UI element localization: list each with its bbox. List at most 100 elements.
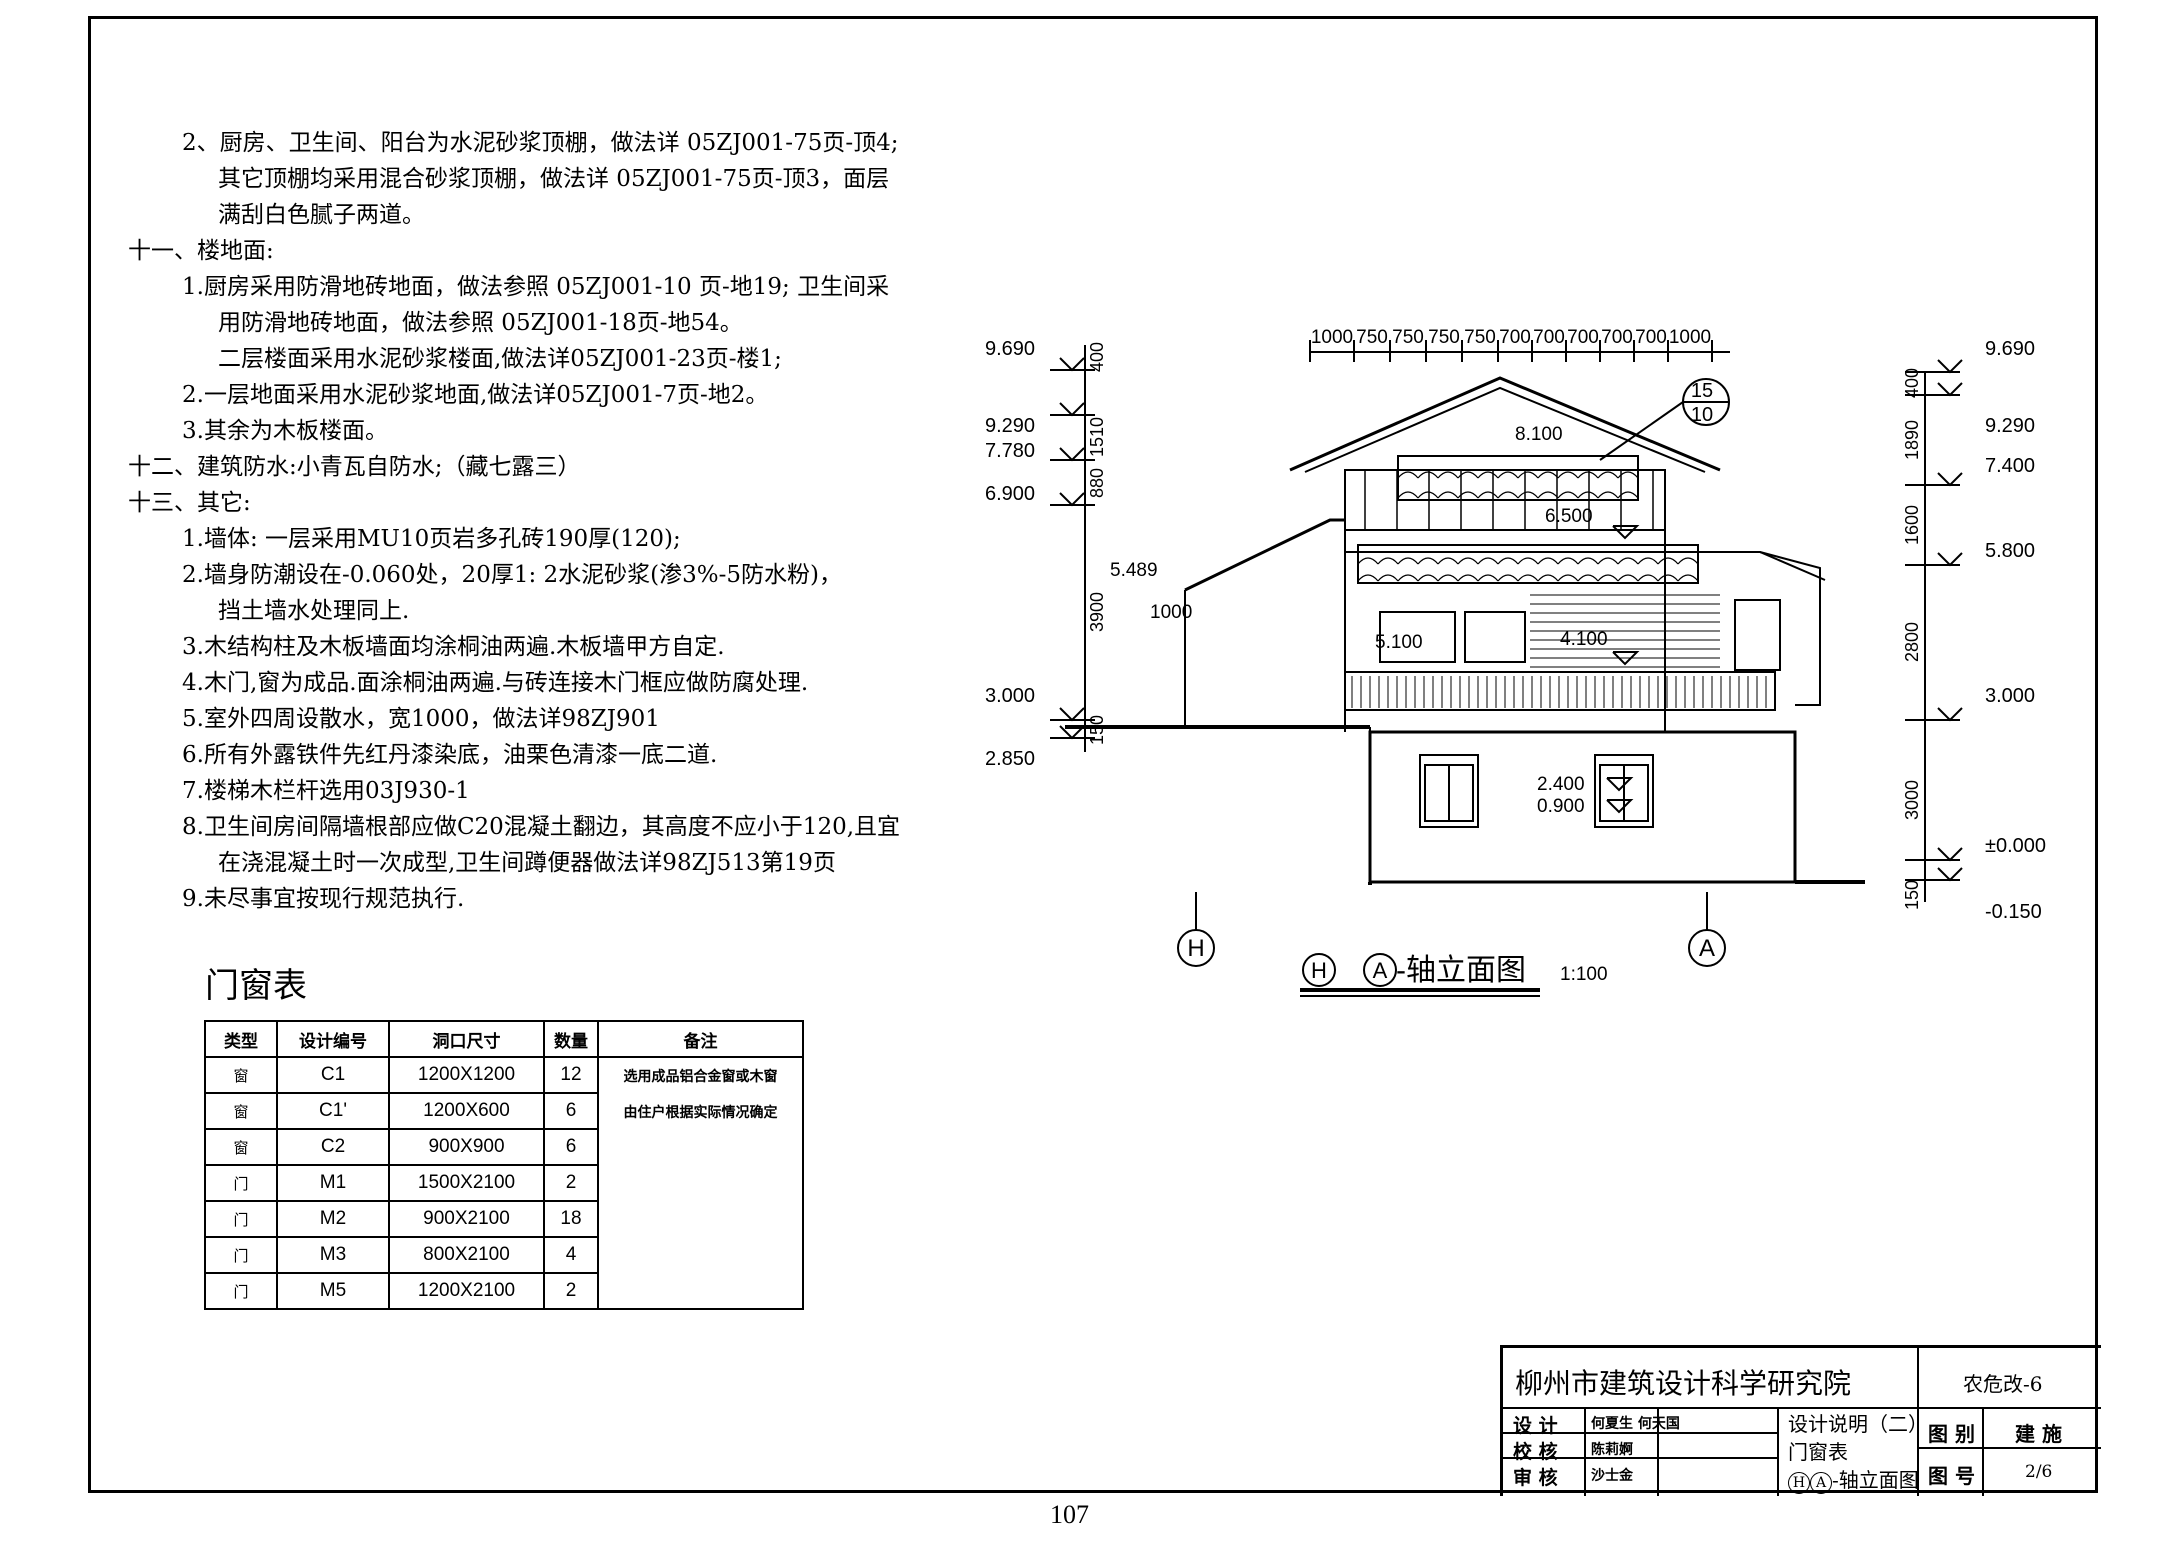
table-cell: 900X900 [388,1128,545,1166]
note-line: 5.室外四周设散水，宽1000，做法详98ZJ901 [182,706,660,732]
role-label: 设 计 [1513,1415,1558,1437]
right-level-label: 7.400 [1985,455,2035,477]
left-level-label: 9.290 [985,415,1035,437]
detail-ref-bottom: 10 [1691,404,1713,426]
note-line: 1.厨房采用防滑地砖地面，做法参照 05ZJ001-10 页-地19; 卫生间采 [182,274,890,300]
left-dim-label: 400 [1087,342,1107,372]
table-cell: M1 [276,1164,390,1202]
note-line: 1.墙体: 一层采用MU10页岩多孔砖190厚(120); [182,526,681,552]
top-dim-label: 1000 [1669,327,1711,348]
remark-line: 由住户根据实际情况确定 [623,1104,778,1120]
drawing-line-2: 门窗表 [1788,1440,1848,1464]
note-line: 9.未尽事宜按现行规范执行. [182,886,465,912]
note-line: 满刮白色腻子两道。 [218,202,425,228]
table-cell: 12 [543,1056,599,1094]
role-name: 陈莉婀 [1591,1442,1633,1458]
note-line: 用防滑地砖地面，做法参照 05ZJ001-18页-地54。 [218,310,743,336]
inner-level-label: 2.400 [1537,774,1585,795]
inner-level-label: 0.900 [1537,796,1585,817]
table-cell: 2 [543,1164,599,1202]
right-level-label: -0.150 [1985,901,2042,923]
table-header: 备注 [597,1020,804,1058]
top-dim-label: 750 [1428,327,1460,348]
elevation-scale: 1:100 [1560,964,1608,985]
table-header: 类型 [204,1020,278,1058]
table-cell: C1 [276,1056,390,1094]
note-line: 二层楼面采用水泥砂浆楼面,做法详05ZJ001-23页-楼1; [218,346,782,372]
right-dim-label: 1890 [1902,420,1922,460]
left-level-label: 7.780 [985,440,1035,462]
role-name: 何夏生 何天国 [1591,1416,1680,1432]
table-cell: 6 [543,1128,599,1166]
top-dim-label: 1000 [1311,327,1353,348]
axis-circle-a: A [1810,1472,1832,1494]
title-axis-h: H [1311,958,1327,983]
role-label: 审 核 [1513,1467,1558,1489]
role-name: 沙士金 [1591,1468,1633,1484]
table-cell: 门 [204,1164,278,1202]
right-dim-label: 400 [1902,368,1922,398]
number-value: 2/6 [2025,1462,2053,1482]
top-dim-label: 700 [1567,327,1599,348]
table-cell: 1200X600 [388,1092,545,1130]
right-level-label: 9.690 [1985,338,2035,360]
axis-label-a: A [1699,935,1715,962]
page-number: 107 [1050,1500,1089,1529]
table-header: 设计编号 [276,1020,390,1058]
table-cell: 6 [543,1092,599,1130]
note-line: 2、厨房、卫生间、阳台为水泥砂浆顶棚，做法详 05ZJ001-75页-顶4; [182,130,899,156]
remark-cell: 选用成品铝合金窗或木窗由住户根据实际情况确定 [597,1056,804,1310]
axis-circle-h: H [1788,1472,1810,1494]
drawing-line-3: -轴立面图 [1832,1468,1919,1492]
number-label: 图 号 [1928,1464,1975,1488]
table-cell: M5 [276,1272,390,1310]
inner-level-label: 4.100 [1560,629,1608,650]
right-dim-label: 1600 [1902,505,1922,545]
category-value: 建 施 [2015,1422,2062,1446]
table-cell: 1200X2100 [388,1272,545,1310]
note-line: 6.所有外露铁件先红丹漆染底，油栗色清漆一底二道. [182,742,718,768]
note-line: 在浇混凝土时一次成型,卫生间蹲便器做法详98ZJ513第19页 [218,850,836,876]
top-dim-label: 700 [1499,327,1531,348]
note-line: 8.卫生间房间隔墙根部应做C20混凝土翻边，其高度不应小于120,且宜 [182,814,901,840]
top-dim-label: 750 [1356,327,1388,348]
institute-name: 柳州市建筑设计科学研究院 [1515,1367,1852,1400]
table-cell: 2 [543,1272,599,1310]
note-line: 3.其余为木板楼面。 [182,418,388,444]
design-notes: 2、厨房、卫生间、阳台为水泥砂浆顶棚，做法详 05ZJ001-75页-顶4; 其它… [128,125,950,917]
drawing-frame [88,16,2098,1493]
table-header: 洞口尺寸 [388,1020,545,1058]
category-label: 图 别 [1928,1422,1975,1446]
table-cell: 800X2100 [388,1236,545,1274]
inner-level-label: 1000 [1150,602,1192,623]
note-line: 4.木门,窗为成品.面涂桐油两遍.与砖连接木门框应做防腐处理. [182,670,809,696]
role-label: 校 核 [1513,1441,1558,1463]
note-line: 3.木结构柱及木板墙面均涂桐油两遍.木板墙甲方自定. [182,634,725,660]
table-cell: 4 [543,1236,599,1274]
remark-line: 选用成品铝合金窗或木窗 [623,1068,778,1084]
right-level-label: ±0.000 [1985,835,2046,857]
table-cell: 门 [204,1272,278,1310]
elevation-title: -轴立面图 [1396,954,1526,987]
table-cell: M2 [276,1200,390,1238]
project-name: 农危改-6 [1963,1372,2043,1396]
note-line: 其它顶棚均采用混合砂浆顶棚，做法详 05ZJ001-75页-顶3，面层 [218,166,890,192]
right-level-label: 3.000 [1985,685,2035,707]
inner-level-label: 6.500 [1545,506,1593,527]
right-level-label: 9.290 [1985,415,2035,437]
left-dim-label: 150 [1087,715,1107,745]
note-line: 2.一层地面采用水泥砂浆地面,做法详05ZJ001-7页-地2。 [182,382,769,408]
top-dim-label: 750 [1392,327,1424,348]
inner-level-label: 5.100 [1375,632,1423,653]
left-dim-label: 1510 [1087,417,1107,457]
title-block: 柳州市建筑设计科学研究院 农危改-6 设 计 何夏生 何天国校 核 陈莉婀审 核 沙士… [1500,1345,2101,1496]
